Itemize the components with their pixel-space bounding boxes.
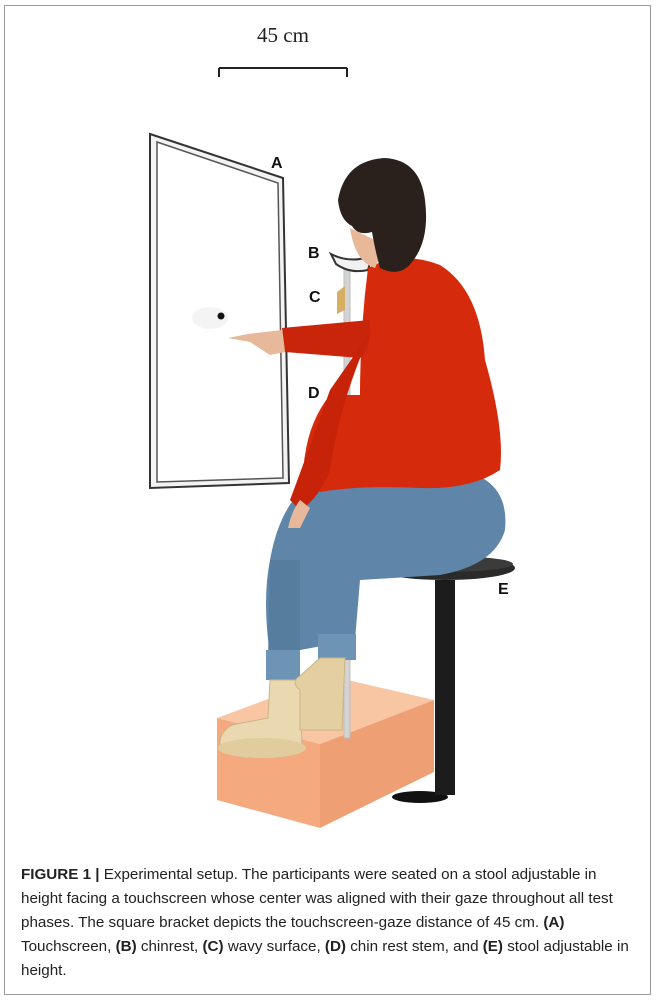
caption-heading: FIGURE 1 | [21,866,100,883]
caption-part-a-tag: (A) [543,914,564,931]
caption-part-b-text: chinrest, [137,938,203,955]
label-b: B [308,245,320,262]
caption-part-d-tag: (D) [325,938,346,955]
caption-intro: Experimental setup. The participants wer… [21,866,613,931]
experimental-setup-illustration: 45 cm [0,0,657,860]
caption-part-d-text: chin rest stem, and [346,938,483,955]
figure-caption: FIGURE 1 | Experimental setup. The parti… [21,863,641,983]
wavy-surface [337,286,345,314]
caption-part-a-text: Touchscreen, [21,938,116,955]
caption-part-c-text: wavy surface, [224,938,325,955]
label-d: D [308,385,320,402]
touchscreen [150,134,289,488]
gaze-target-dot [218,313,225,320]
caption-part-e-tag: (E) [483,938,503,955]
label-c: C [309,289,321,306]
caption-part-b-tag: (B) [116,938,137,955]
label-a: A [271,155,283,172]
scale-label: 45 cm [257,23,309,47]
scale-bracket [219,68,347,77]
caption-part-c-tag: (C) [203,938,224,955]
label-e: E [498,581,509,598]
